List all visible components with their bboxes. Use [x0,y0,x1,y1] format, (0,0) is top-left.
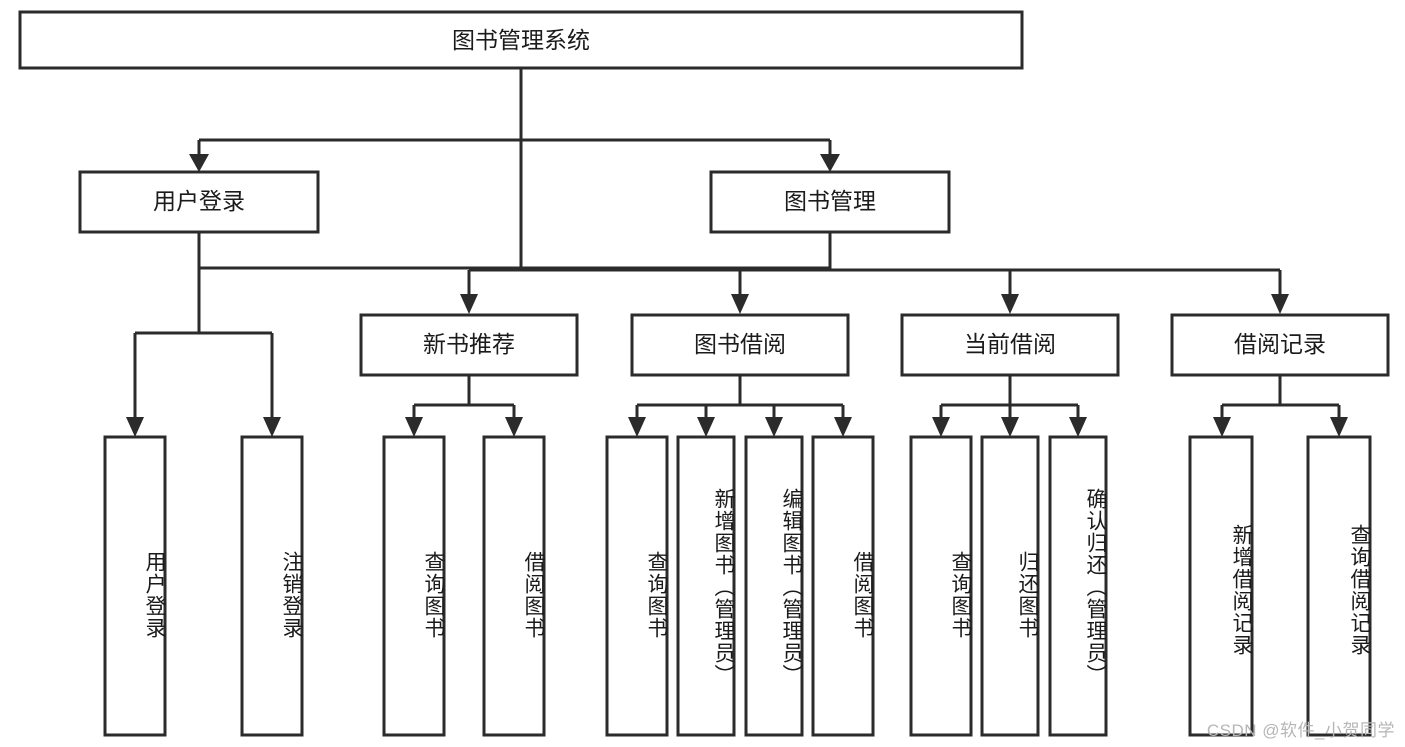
arrow-down-icon-leaf-9 [932,417,950,437]
leaf-box-query-book-3[interactable] [909,435,973,737]
connector-group-record [1213,375,1348,437]
connector-group-borrow [628,375,852,437]
leaf-box-add-book[interactable] [676,435,736,737]
node-book-management[interactable]: 图书管理 [709,170,951,234]
arrow-down-icon-leaf-13 [1330,417,1348,437]
node-current-borrow[interactable]: 当前借阅 [900,313,1120,377]
arrow-down-icon-leaf-1 [126,417,144,437]
arrow-down-icon-leaf-3 [405,417,423,437]
node-user-login[interactable]: 用户登录 [78,170,320,234]
connector-group-newbook [405,375,523,437]
arrow-down-icon-login [189,154,209,172]
arrow-down-icon-newbook [460,294,478,314]
node-borrow-record-label: 借阅记录 [1234,331,1326,357]
connector-group-login [126,232,281,437]
arrow-down-icon-leaf-12 [1213,417,1231,437]
node-book-management-label: 图书管理 [784,188,876,214]
leaf-box-confirm-return[interactable] [1048,435,1108,737]
arrow-down-icon-leaf-10 [1001,417,1019,437]
leaf-box-return-book[interactable] [980,435,1040,737]
leaf-box-borrow-book-2[interactable] [811,435,875,737]
arrow-down-icon-leaf-6 [697,417,715,437]
arrow-down-icon-leaf-2 [263,417,281,437]
arrow-down-icon-current [1001,294,1019,314]
node-current-borrow-box[interactable] [900,313,1120,377]
leaf-box-borrow-book-1[interactable] [482,435,546,737]
arrow-down-icon-leaf-8 [834,417,852,437]
node-new-book-recommend-box[interactable] [359,313,579,377]
node-user-login-box[interactable] [78,170,320,234]
leaf-box-query-book-2[interactable] [605,435,669,737]
connector-group-current [932,375,1087,437]
connector-group-root [199,68,830,270]
node-book-borrow-label: 图书借阅 [694,331,786,357]
leaf-box-logout[interactable] [240,435,304,737]
leaf-box-query-book-1[interactable] [382,435,446,737]
arrow-down-icon-borrow [731,294,749,314]
csdn-watermark: CSDN @软件_小贺同学 [1206,721,1395,740]
leaf-box-query-borrow-record[interactable] [1306,435,1372,737]
arrow-down-icon-leaf-5 [628,417,646,437]
arrow-down-icon-bookmgmt [820,154,840,172]
node-borrow-record-box[interactable] [1170,313,1390,377]
arrow-down-icon-leaf-11 [1069,417,1087,437]
node-current-borrow-label: 当前借阅 [964,331,1056,357]
node-book-borrow[interactable]: 图书借阅 [630,313,850,377]
connector-group-bookmgmt [460,232,1289,314]
node-book-borrow-box[interactable] [630,313,850,377]
arrow-down-icon-leaf-7 [765,417,783,437]
node-new-book-recommend-label: 新书推荐 [423,331,515,357]
node-root-box[interactable] [18,10,1024,70]
arrow-down-icon-record [1271,294,1289,314]
leaf-box-add-borrow-record[interactable] [1188,435,1254,737]
node-borrow-record[interactable]: 借阅记录 [1170,313,1390,377]
leaf-box-user-login[interactable] [103,435,167,737]
arrow-down-icon-leaf-4 [505,417,523,437]
node-user-login-label: 用户登录 [153,188,245,214]
leaf-box-edit-book[interactable] [744,435,804,737]
node-book-management-box[interactable] [709,170,951,234]
node-new-book-recommend[interactable]: 新书推荐 [359,313,579,377]
node-root-label: 图书管理系统 [452,27,590,53]
node-root[interactable]: 图书管理系统 [18,10,1024,70]
connector-group-root-real [189,68,840,172]
